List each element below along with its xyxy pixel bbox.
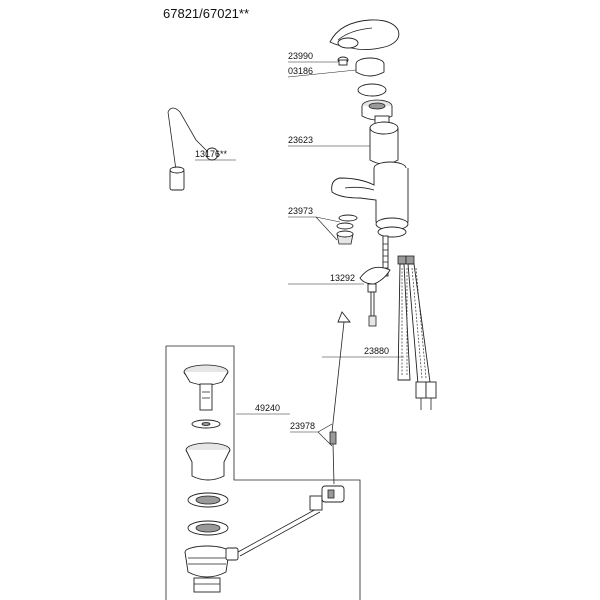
label-23973: 23973 bbox=[288, 206, 313, 216]
o-ring bbox=[357, 83, 387, 97]
label-13292: 13292 bbox=[330, 273, 355, 283]
pull-rod-23978 bbox=[329, 311, 351, 485]
leader-lines bbox=[195, 61, 404, 447]
pivot-rod bbox=[225, 485, 345, 561]
label-49240: 49240 bbox=[255, 403, 280, 413]
waste-body bbox=[185, 442, 231, 536]
waste-tailpiece bbox=[184, 545, 230, 593]
tap-body bbox=[331, 161, 409, 238]
aerator-23973 bbox=[336, 214, 358, 245]
label-23623: 23623 bbox=[288, 135, 313, 145]
popup-plug bbox=[183, 364, 229, 429]
lever-handle bbox=[329, 19, 400, 51]
label-23990: 23990 bbox=[288, 51, 313, 61]
label-03186: 03186 bbox=[288, 66, 313, 76]
label-13176: 13176** bbox=[195, 149, 228, 159]
label-23978: 23978 bbox=[290, 421, 315, 431]
cap-03186 bbox=[355, 57, 385, 77]
fixing-plate-13292 bbox=[359, 266, 391, 327]
waste-assembly-frame bbox=[165, 345, 361, 600]
cartridge-23623 bbox=[369, 115, 399, 165]
flex-hoses-23880 bbox=[397, 255, 437, 410]
label-23880: 23880 bbox=[364, 346, 389, 356]
diagram-title: 67821/67021** bbox=[163, 6, 249, 21]
screw-23990 bbox=[337, 56, 349, 66]
